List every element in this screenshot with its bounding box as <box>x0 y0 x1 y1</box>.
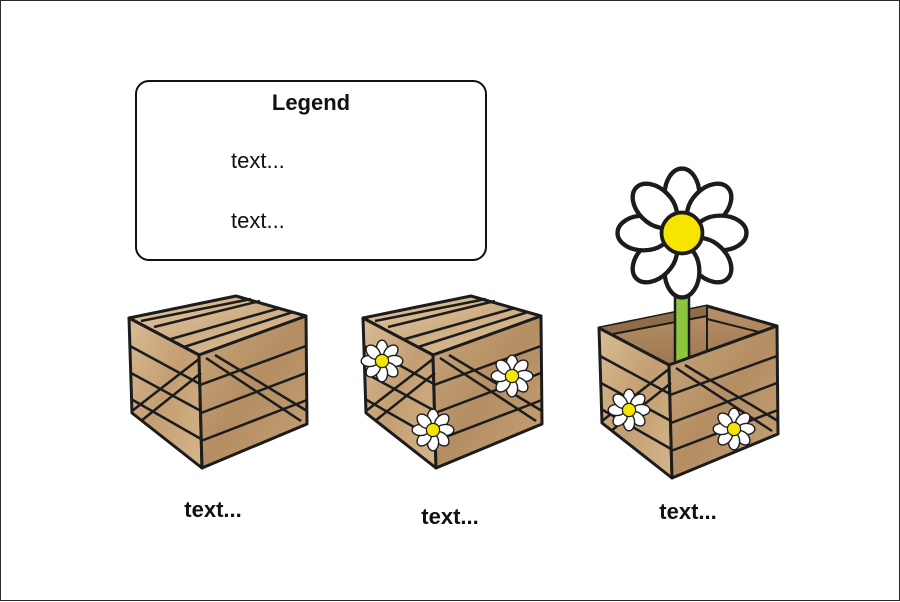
legend-title: Legend <box>271 90 351 115</box>
crate-with-flowers-caption: text... <box>421 504 479 529</box>
crate-open <box>597 284 780 480</box>
daisy-icon <box>712 407 756 451</box>
big-daisy-icon <box>615 166 749 300</box>
legend: Legend text... text... <box>135 80 487 261</box>
daisy-icon <box>360 339 404 383</box>
daisy-icon <box>411 408 455 452</box>
daisy-icon <box>607 388 651 432</box>
crate-open-caption: text... <box>659 499 717 524</box>
crate-with-flowers <box>361 294 544 470</box>
legend-label-crate: text... <box>231 148 285 173</box>
flowers-layer <box>152 166 756 452</box>
crate-closed-caption: text... <box>184 497 242 522</box>
crate-closed <box>127 294 309 470</box>
daisy-icon <box>490 354 534 398</box>
legend-label-flower: text... <box>231 208 285 233</box>
